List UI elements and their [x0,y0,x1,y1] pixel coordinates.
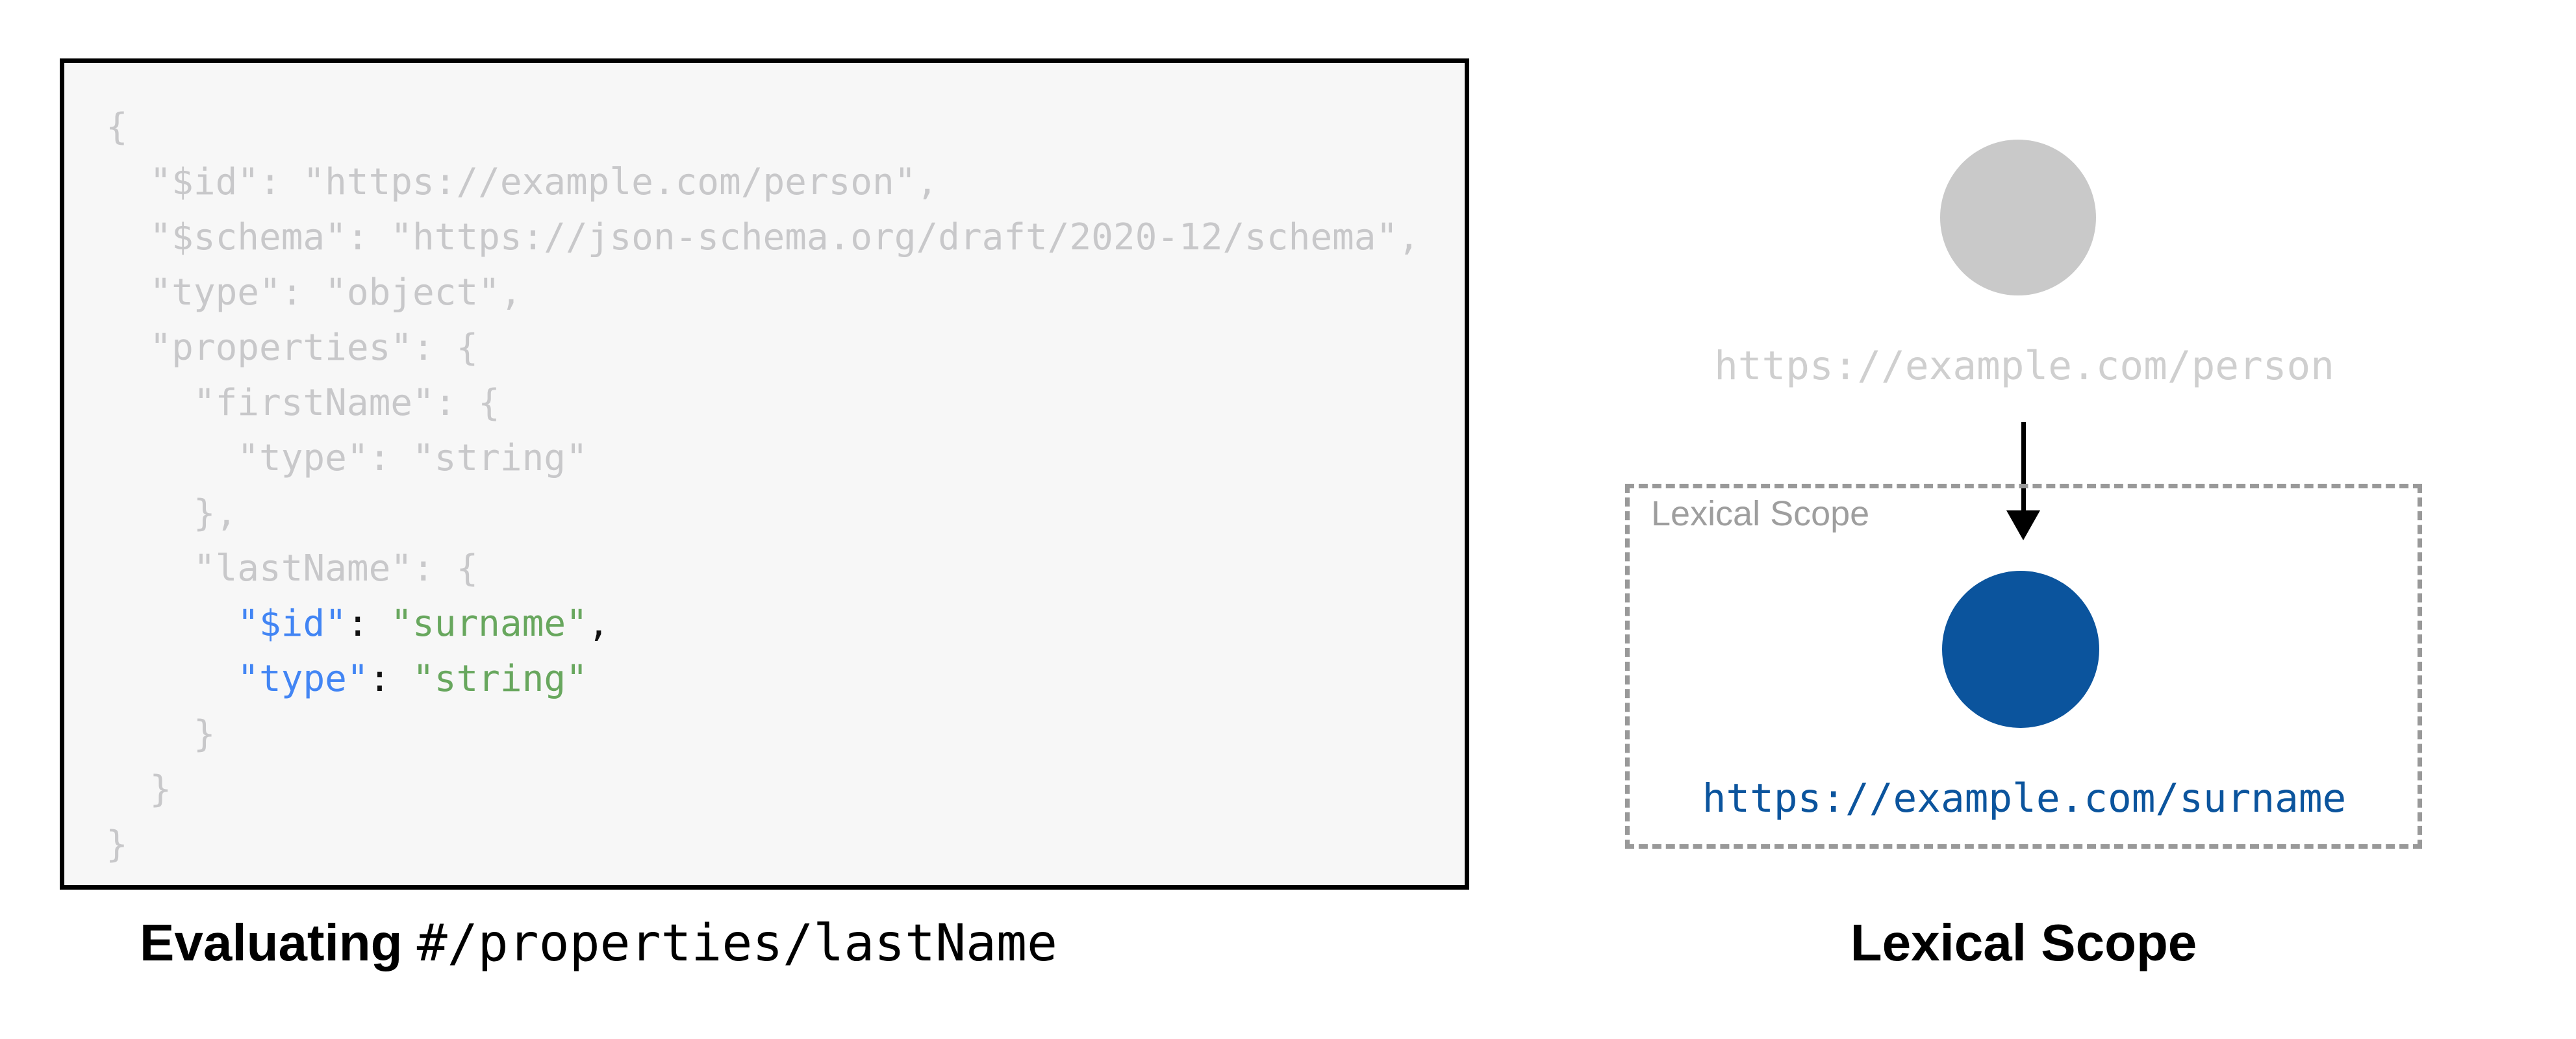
lexical-scope-caption: Lexical Scope [1850,914,2197,971]
code-line: "type": "string" [106,651,1452,707]
code-segment: : [346,603,391,645]
caption-space [403,914,417,971]
code-line: } [106,817,1452,872]
code-line: "$id": "surname", [106,596,1452,651]
evaluating-caption: Evaluating #/properties/lastName [140,913,1057,973]
evaluating-caption-pointer: #/properties/lastName [416,914,1057,973]
code-segment: }, [106,492,238,534]
code-segment: , [587,603,610,645]
code-segment: } [106,713,216,755]
code-segment: "lastName": { [106,547,479,590]
code-line: "type": "object", [106,265,1452,320]
code-segment: "type": "object", [106,271,522,314]
arrow-head-icon [2006,510,2040,540]
code-line: }, [106,486,1452,541]
code-segment: "$id" [237,603,347,645]
code-segment: "string" [412,658,588,700]
code-line: "type": "string" [106,431,1452,486]
schema-code-panel: { "$id": "https://example.com/person", "… [60,58,1469,890]
code-segment [106,658,237,700]
code-segment: "properties": { [106,327,479,369]
code-segment: { [106,106,128,148]
code-line: { [106,99,1452,155]
code-line: "properties": { [106,320,1452,375]
child-schema-node-circle [1942,571,2099,728]
code-line: "lastName": { [106,541,1452,596]
code-segment: : [368,658,413,700]
root-schema-node-label: https://example.com/person [1714,343,2334,389]
code-line: "$schema": "https://json-schema.org/draf… [106,210,1452,265]
schema-code-block: { "$id": "https://example.com/person", "… [64,63,1465,872]
lexical-scope-box [1625,484,2422,849]
code-segment: "firstName": { [106,382,500,424]
code-segment: "type": "string" [106,437,588,479]
code-line: } [106,762,1452,817]
code-line: "$id": "https://example.com/person", [106,155,1452,210]
lexical-scope-box-title: Lexical Scope [1651,494,1870,533]
evaluating-caption-word: Evaluating [140,914,403,971]
code-segment: "$id": "https://example.com/person", [106,161,939,203]
child-schema-node-label: https://example.com/surname [1702,775,2347,821]
code-segment: } [106,768,172,810]
code-segment: "type" [237,658,369,700]
code-segment: } [106,823,128,866]
code-segment [106,603,237,645]
code-segment: "$schema": "https://json-schema.org/draf… [106,216,1420,258]
code-line: } [106,707,1452,762]
arrow-shaft [2021,422,2026,513]
root-schema-node-circle [1940,140,2096,295]
code-line: "firstName": { [106,375,1452,431]
code-segment: "surname" [390,603,588,645]
